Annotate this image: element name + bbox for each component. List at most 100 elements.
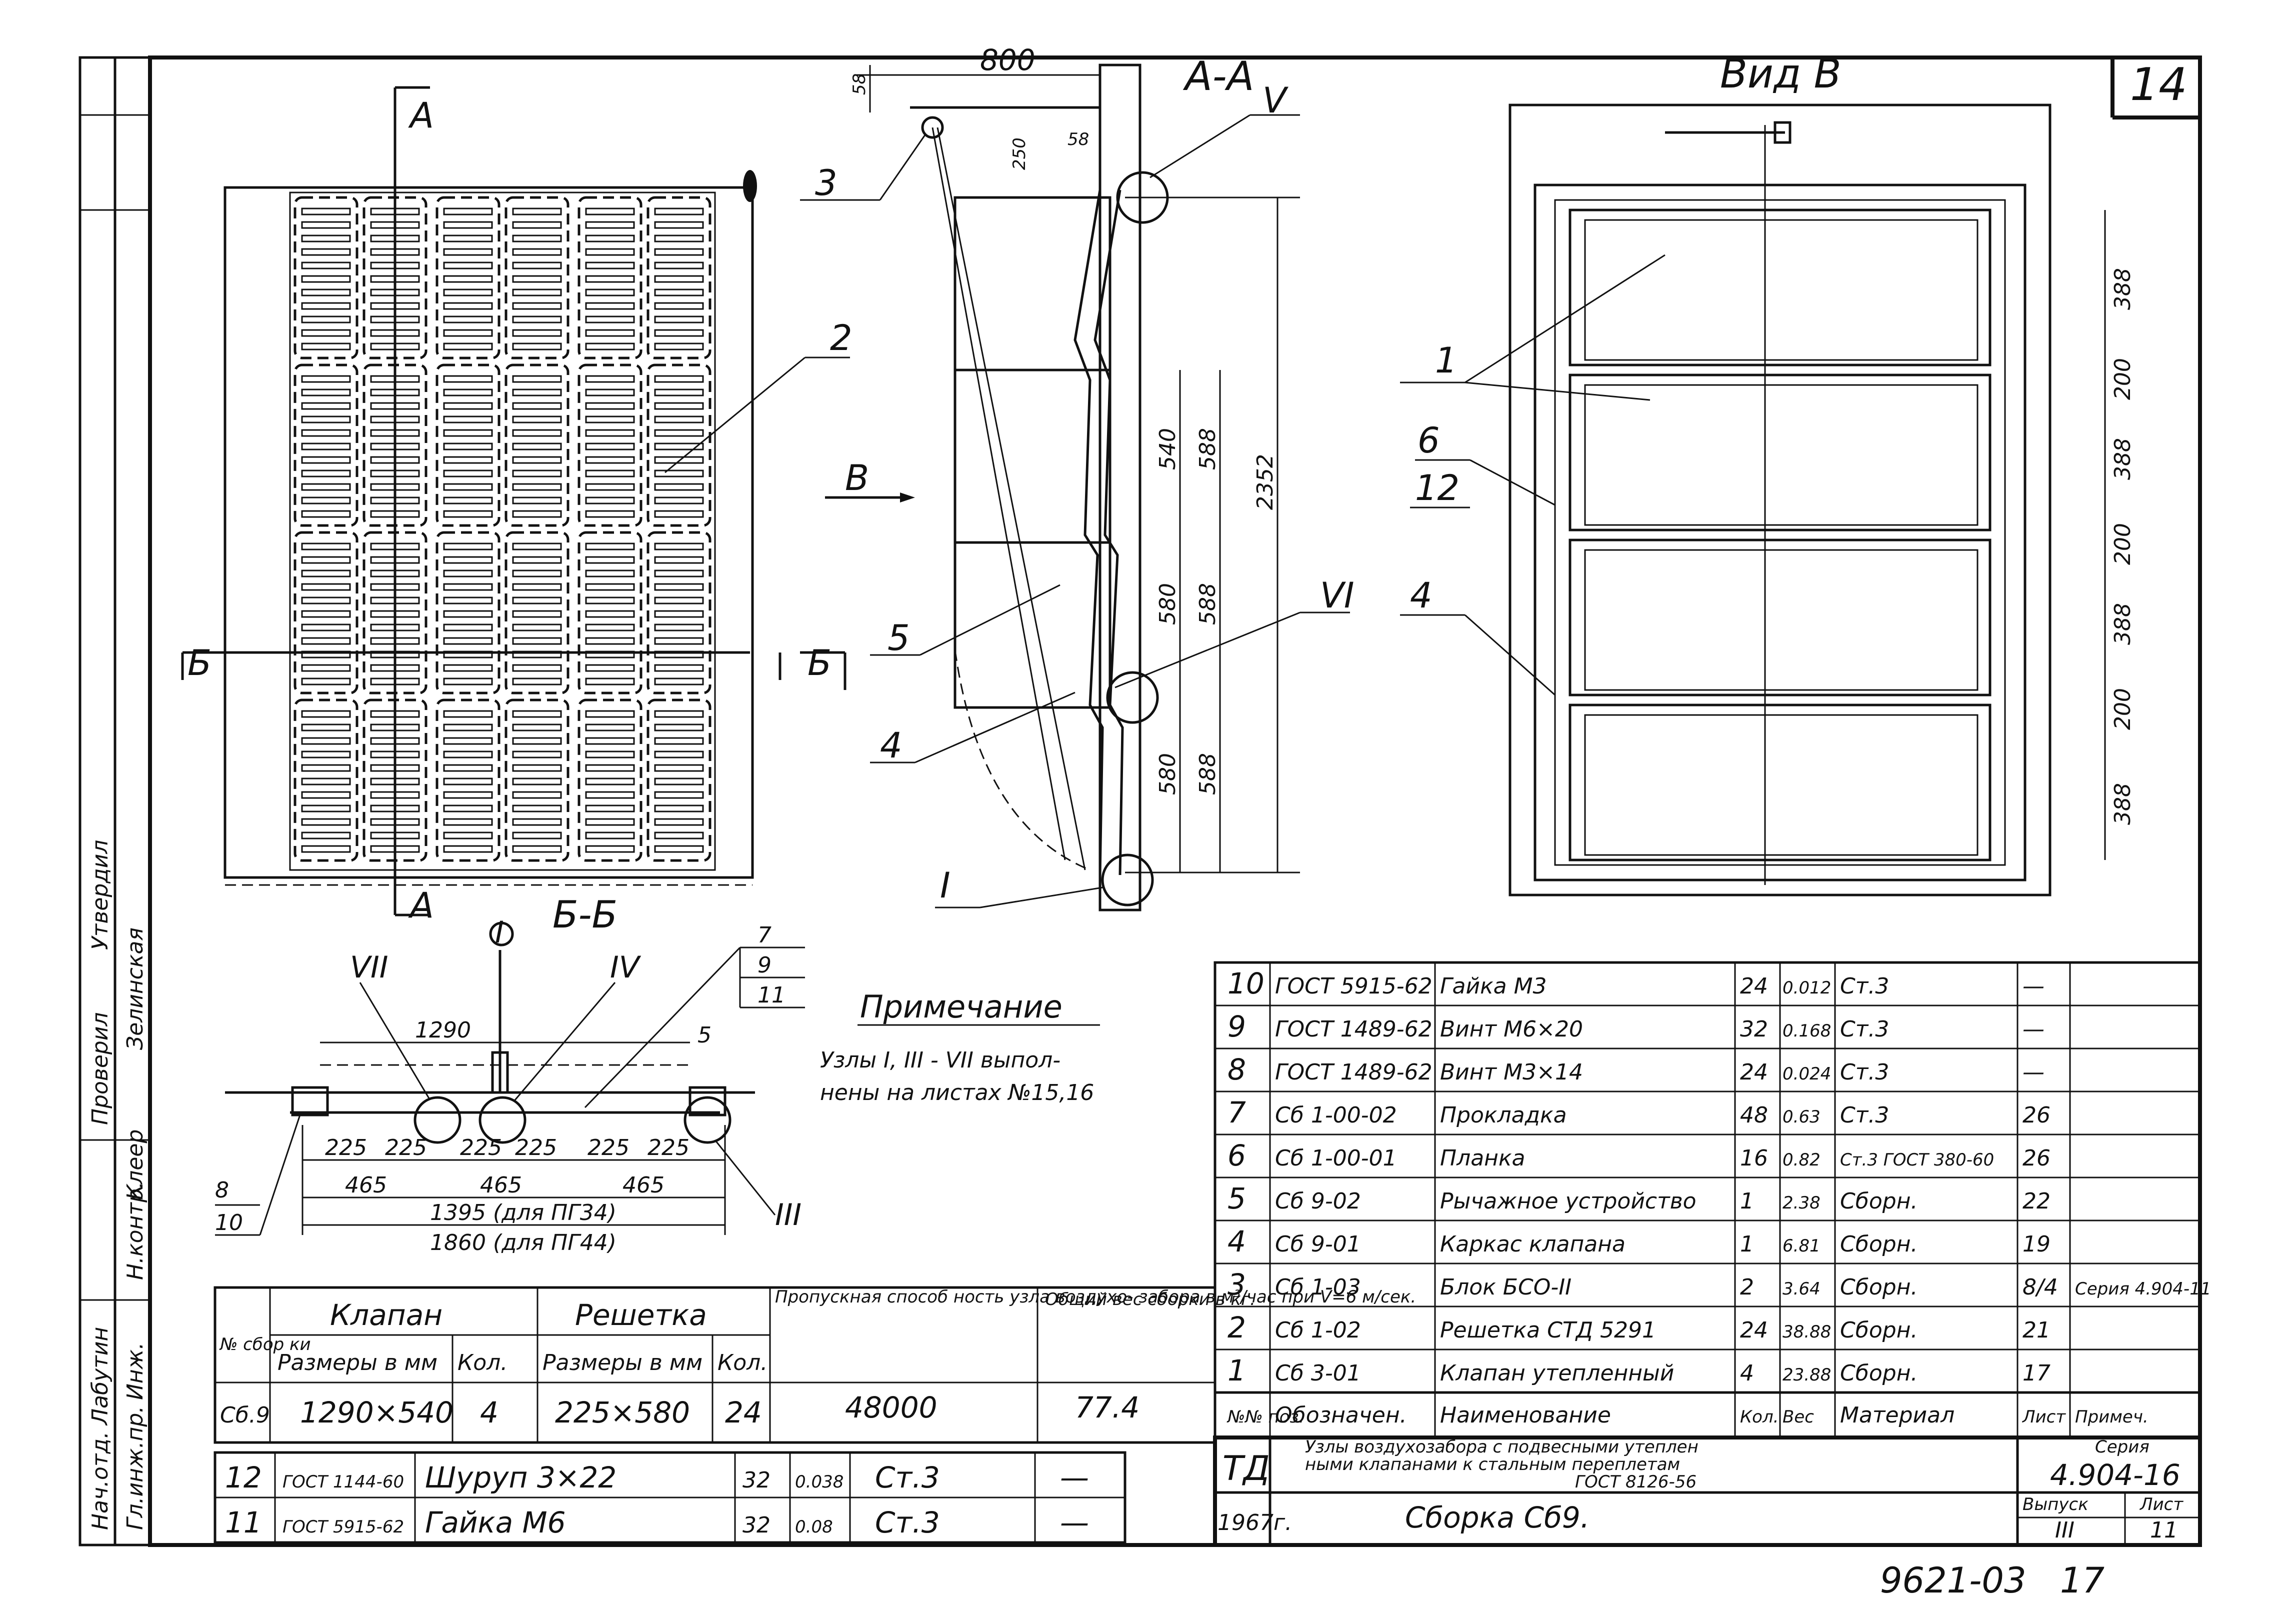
grille-slot xyxy=(443,442,493,450)
grille-slot xyxy=(301,496,351,504)
tb-title-3: ГОСТ 8126-56 xyxy=(1575,1472,1696,1492)
tb-year: 1967г. xyxy=(1218,1510,1292,1536)
side-stamp-role-5: Проверил xyxy=(88,1012,113,1125)
grille-slot xyxy=(512,791,562,799)
lt-pos: 11 xyxy=(225,1506,262,1540)
aa-node-vi: VI xyxy=(1320,575,1354,616)
grille-cell xyxy=(578,364,642,527)
spec-h-sheet: Лист xyxy=(2022,1407,2066,1427)
bb-node-iv: IV xyxy=(610,950,642,985)
grille-slot xyxy=(654,288,704,296)
grille-slot xyxy=(512,610,562,618)
grille-slot xyxy=(301,456,351,464)
spec-name: Планка xyxy=(1440,1146,1525,1171)
note-line-2: нены на листах №15,16 xyxy=(820,1080,1094,1106)
spec-doc: Сб 3-01 xyxy=(1275,1360,1361,1386)
spec-material: Сборн. xyxy=(1840,1360,1918,1386)
bb-pos-11: 11 xyxy=(758,982,786,1008)
aa-dim-580-b: 580 xyxy=(1155,753,1180,795)
spec-qty: 32 xyxy=(1740,1016,1768,1042)
section-aa xyxy=(855,64,1300,912)
grille-cell xyxy=(646,196,712,360)
spec-mass: 3.64 xyxy=(1782,1279,1820,1299)
plan-pos-2: 2 xyxy=(830,318,852,358)
grille-cell xyxy=(504,196,570,360)
grille-slot xyxy=(301,596,351,604)
grille-slot xyxy=(443,737,493,745)
aa-pos-4: 4 xyxy=(880,725,902,766)
grille-slot xyxy=(301,388,351,396)
grille-slot xyxy=(443,556,493,564)
spec-material: Сборн. xyxy=(1840,1318,1918,1343)
bb-pos-10: 10 xyxy=(215,1210,243,1236)
grille-slot xyxy=(585,804,635,812)
bb-dim-465: 465 xyxy=(622,1172,664,1198)
spec-doc: ГОСТ 1489-62 xyxy=(1275,1016,1432,1042)
aa-dim-800: 800 xyxy=(980,43,1036,77)
grille-slot xyxy=(301,262,351,270)
bb-dim-225: 225 xyxy=(648,1135,690,1160)
spec-sheet: — xyxy=(2022,1060,2044,1085)
grille-slot xyxy=(301,302,351,310)
grille-slot xyxy=(512,724,562,732)
grille-slot xyxy=(301,678,351,686)
spec-sheet: 8/4 xyxy=(2022,1274,2058,1300)
grille-slot xyxy=(301,275,351,283)
spec-material: Сборн. xyxy=(1840,1188,1918,1214)
note-title: Примечание xyxy=(860,988,1062,1025)
aa-dim-588-c: 588 xyxy=(1195,753,1220,795)
aa-dim-540: 540 xyxy=(1155,428,1180,470)
spec-sheet: 26 xyxy=(2022,1102,2050,1128)
grille-slot xyxy=(443,637,493,645)
lt-mat: Ст.3 xyxy=(875,1506,940,1540)
grille-slot xyxy=(512,678,562,686)
grille-slot xyxy=(654,302,704,310)
grille-slot xyxy=(301,248,351,256)
lt-mass: 0.038 xyxy=(795,1472,844,1492)
bb-pos-5: 5 xyxy=(698,1022,712,1048)
aa-dim-2352: 2352 xyxy=(1252,454,1278,510)
grille-slot xyxy=(654,470,704,478)
tb-title-2: ными клапанами к стальным переплетам xyxy=(1305,1454,1680,1474)
grille-slot xyxy=(443,778,493,786)
grille-cell xyxy=(504,531,570,694)
grille-slot xyxy=(443,429,493,437)
grille-slot xyxy=(654,678,704,686)
spec-mass: 0.012 xyxy=(1782,978,1831,998)
side-stamp-role-1: Нач.отд. xyxy=(88,1432,113,1530)
aa-pos-5: 5 xyxy=(888,618,910,658)
lt-name: Гайка М6 xyxy=(425,1506,566,1540)
grille-slot xyxy=(512,664,562,672)
grille-slot xyxy=(301,402,351,410)
bb-dim-225: 225 xyxy=(385,1135,427,1160)
bb-pos-7: 7 xyxy=(758,922,772,948)
spec-qty: 48 xyxy=(1740,1102,1768,1128)
grille-slot xyxy=(512,248,562,256)
tb-title-1: Узлы воздухозабора с подвесными утеплен xyxy=(1305,1437,1698,1457)
grille-slot xyxy=(443,316,493,324)
grille-slot xyxy=(512,470,562,478)
grille-slot xyxy=(512,542,562,550)
grille-slot xyxy=(443,375,493,383)
grille-slot xyxy=(512,570,562,578)
aa-pos-3: 3 xyxy=(815,162,838,204)
grille-slot xyxy=(301,724,351,732)
grille-slot xyxy=(443,804,493,812)
grille-slot xyxy=(585,750,635,758)
grille-slot xyxy=(512,510,562,518)
grille-slot xyxy=(654,429,704,437)
vb-dim: 388 xyxy=(2110,438,2136,480)
grille-slot xyxy=(301,610,351,618)
grille-slot xyxy=(443,724,493,732)
spec-h-name: Наименование xyxy=(1440,1402,1611,1428)
bb-dim-225: 225 xyxy=(588,1135,630,1160)
grille-slot xyxy=(443,570,493,578)
grille-cell xyxy=(504,364,570,527)
spec-pos: 10 xyxy=(1228,966,1264,1000)
spec-name: Винт М3×14 xyxy=(1440,1060,1583,1085)
grille-slot xyxy=(301,208,351,216)
grille-slot xyxy=(654,664,704,672)
grille-slot xyxy=(654,818,704,826)
grille-slot xyxy=(585,710,635,718)
grille-slot xyxy=(654,610,704,618)
